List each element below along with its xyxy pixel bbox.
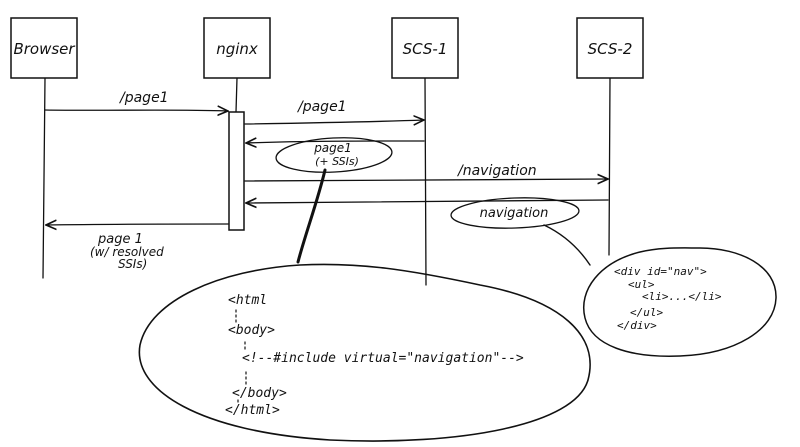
- arrow-nginx-to-scs2: [244, 179, 608, 181]
- label-nginx-to-browser-line1: page 1: [97, 232, 143, 247]
- bubble-scs2-reply: [450, 197, 580, 229]
- page-html-line3: <!--#include virtual="navigation"-->: [242, 351, 524, 366]
- nav-html-line3: <li>...</li>: [642, 290, 722, 303]
- lifeline-nginx: [235, 77, 238, 113]
- label-scs2-reply: navigation: [480, 206, 549, 221]
- arrow-scs1-reply: [246, 141, 425, 143]
- participant-scs1-label: SCS-1: [403, 40, 448, 58]
- nav-html-line1: <div id="nav">: [614, 265, 707, 278]
- nav-html-line4: </ul>: [630, 306, 663, 319]
- participant-scs2-label: SCS-2: [588, 40, 633, 58]
- label-nginx-to-browser-line3: SSIs): [118, 257, 147, 271]
- bubble-scs1-reply: [275, 137, 393, 173]
- label-nginx-to-scs1: /page1: [296, 99, 347, 115]
- callout-nav-html: [583, 247, 777, 357]
- lifeline-scs1: [424, 77, 427, 286]
- connector-nav-callout: [543, 224, 591, 266]
- arrow-browser-to-nginx: [44, 110, 228, 111]
- label-scs1-reply-line1: page1: [313, 141, 352, 155]
- label-nginx-to-browser-line2: (w/ resolved: [90, 245, 164, 259]
- page-html-line4: </body>: [232, 386, 287, 401]
- participant-browser-label: Browser: [13, 40, 75, 58]
- lifeline-scs2: [608, 77, 611, 256]
- participant-browser: Browser: [10, 17, 78, 79]
- nav-html-line5: </div>: [617, 319, 657, 332]
- nav-html-line2: <ul>: [628, 278, 655, 291]
- label-browser-to-nginx: /page1: [118, 90, 169, 106]
- arrow-scs2-reply: [246, 200, 609, 203]
- nginx-activation-bar: [228, 111, 245, 231]
- arrow-nginx-to-scs1: [244, 120, 424, 124]
- lifeline-browser: [42, 77, 46, 279]
- label-scs1-reply-line2: (+ SSIs): [315, 155, 359, 168]
- label-nginx-to-scs2: /navigation: [456, 163, 537, 179]
- page-html-line5: </html>: [225, 403, 280, 418]
- participant-nginx-label: nginx: [216, 40, 258, 58]
- participant-nginx: nginx: [203, 17, 271, 79]
- participant-scs1: SCS-1: [391, 17, 459, 79]
- page-html-line2: <body>: [228, 323, 275, 338]
- participant-scs2: SCS-2: [576, 17, 644, 79]
- page-html-line1: <html: [228, 293, 267, 308]
- connector-page-callout: [296, 168, 327, 264]
- callout-page-html: [138, 263, 591, 442]
- page-html-ellipsis-dots: [235, 309, 247, 405]
- arrow-nginx-to-browser: [46, 224, 229, 225]
